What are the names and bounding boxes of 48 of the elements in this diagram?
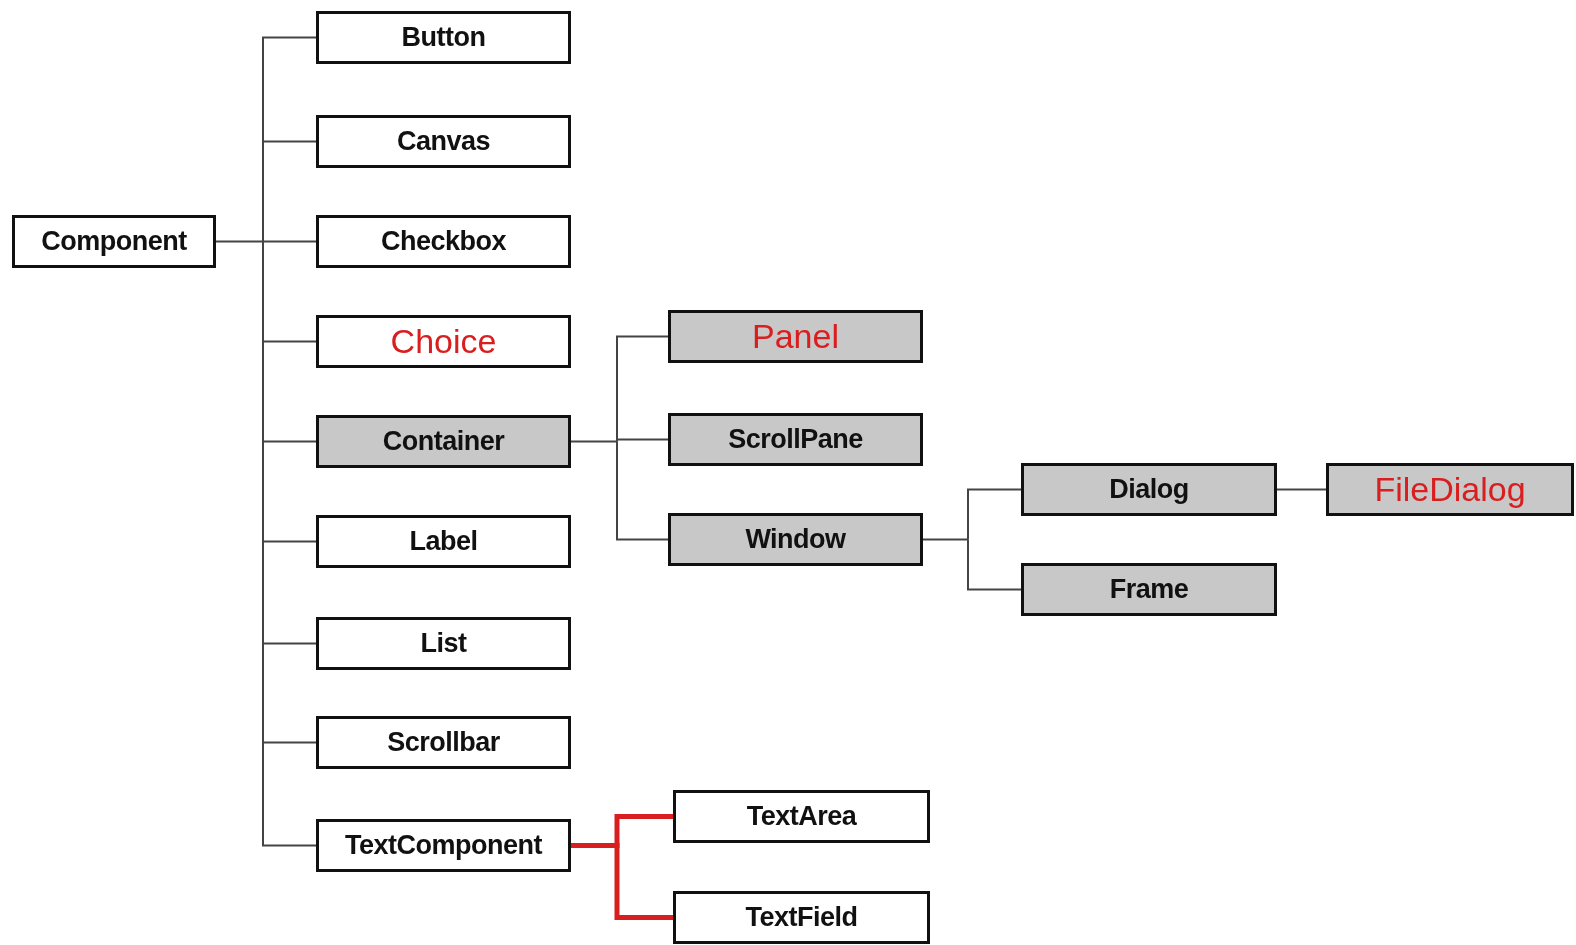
- connector-line: [215, 240, 264, 243]
- class-name: ScrollPane: [728, 424, 863, 455]
- class-box: [316, 819, 571, 872]
- connector-line: [1276, 488, 1301, 491]
- class-box: [1021, 463, 1277, 516]
- class-box: [1326, 463, 1574, 516]
- class-box: [668, 413, 923, 466]
- connector-line: [570, 440, 618, 443]
- class-name: TextArea: [746, 801, 857, 832]
- class-name: Button: [401, 22, 486, 53]
- class-name: Window: [745, 524, 846, 555]
- class-name: Container: [382, 426, 505, 457]
- class-box: [316, 11, 571, 64]
- connector-line: [967, 538, 1022, 591]
- class-name: Dialog: [1109, 474, 1189, 505]
- class-name: Component: [41, 226, 187, 257]
- connector-line: [1299, 488, 1327, 491]
- class-name: Checkbox: [380, 226, 506, 257]
- class-box: [316, 215, 571, 268]
- class-name: TextField: [745, 902, 858, 933]
- connector-line: [571, 843, 673, 920]
- class-box: [316, 415, 571, 468]
- class-name: Canvas: [396, 126, 491, 157]
- class-name: Label: [409, 526, 478, 557]
- connector-line: [616, 438, 669, 443]
- connector-line: [967, 488, 1022, 541]
- class-name: Frame: [1109, 574, 1189, 605]
- connector-line: [262, 240, 317, 243]
- class-name: Scrollbar: [387, 727, 500, 758]
- class-box: [316, 716, 571, 769]
- class-box: [673, 790, 930, 843]
- class-box: [316, 515, 571, 568]
- class-box: [316, 617, 571, 670]
- connector-line: [922, 538, 969, 541]
- connector-line: [616, 440, 669, 541]
- class-box: [1021, 563, 1277, 616]
- class-name: TextComponent: [345, 830, 542, 861]
- connector-line: [262, 140, 317, 243]
- class-box: [668, 310, 923, 363]
- class-box: [316, 315, 571, 368]
- class-box: [673, 891, 930, 944]
- class-box: [316, 115, 571, 168]
- class-name: FileDialog: [1374, 470, 1526, 509]
- class-box: [668, 513, 923, 566]
- class-name: Panel: [752, 317, 839, 356]
- class-box: [12, 215, 216, 268]
- class-name: Choice: [390, 322, 497, 361]
- class-name: List: [420, 628, 467, 659]
